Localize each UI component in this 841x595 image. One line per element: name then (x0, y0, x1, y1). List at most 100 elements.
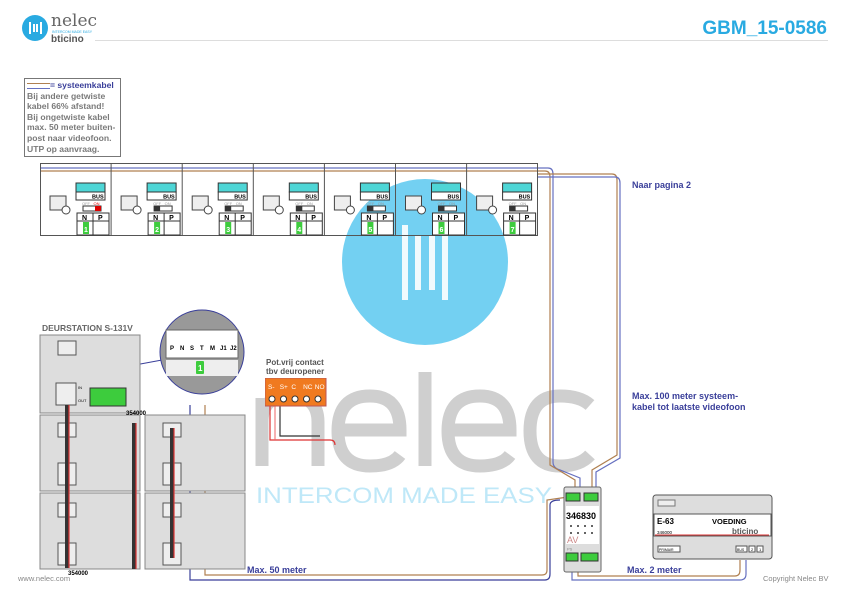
terminal-label: M (210, 346, 215, 352)
screen-icon (120, 195, 138, 211)
terminal-label: P (170, 346, 174, 352)
n-label: N (438, 215, 443, 222)
logo-brand: bticino (51, 33, 84, 45)
bus-label: BUS (376, 195, 388, 201)
terminal-label: J1 (220, 346, 227, 352)
button-icon (274, 205, 284, 215)
footer-website[interactable]: www.nelec.com (18, 574, 71, 583)
bus-terminal (431, 182, 461, 193)
max-100-line: kabel tot laatste videofoon (632, 402, 746, 412)
address-value: 1 (198, 364, 203, 373)
av-code: 346830 (566, 511, 596, 521)
p-label: P (169, 215, 174, 222)
power-supply-e63: E-63 VOEDING 346000 bticino PRIMAIR BUS … (652, 494, 773, 560)
terminal-1-label: 1 (759, 547, 762, 552)
termination-switch[interactable] (295, 205, 315, 212)
button-icon (61, 205, 71, 215)
p-label: P (454, 215, 459, 222)
max-100-line: Max. 100 meter systeem- (632, 391, 739, 401)
out-label: OUT (78, 398, 87, 403)
av-label: AV (567, 535, 578, 545)
terminal-2-label: 2 (751, 547, 754, 552)
max-50-note: Max. 50 meter (247, 565, 307, 575)
relay-title-line: Pot.vrij contact (266, 358, 324, 367)
bus-terminal (502, 182, 533, 193)
address-number: 5 (368, 227, 372, 234)
n-label: N (295, 215, 300, 222)
to-page-2-note: Naar pagina 2 (632, 180, 692, 190)
max-2-note: Max. 2 meter (627, 565, 682, 575)
relay-terminal-label: S- (268, 384, 275, 391)
screen-icon (191, 195, 209, 211)
max-100-note: Max. 100 meter systeem- kabel tot laatst… (632, 391, 746, 413)
relay-title-line: tbv deuropener (266, 367, 325, 376)
p-label: P (98, 215, 103, 222)
document-code: GBM_15-0586 (702, 18, 827, 39)
on-label: ON (520, 201, 526, 206)
header-divider (95, 40, 828, 41)
bus-label: BUS (234, 195, 246, 201)
on-label: ON (94, 201, 100, 206)
off-label: OFF (82, 201, 91, 206)
off-label: OFF (295, 201, 304, 206)
legend-line: Bij andere getwiste (27, 90, 106, 101)
cable-swatch-icon (27, 82, 50, 89)
watermark-tagline: INTERCOM MADE EASY (256, 483, 552, 508)
door-station: 354000 354000 IN OUT (39, 334, 246, 577)
button-module (144, 414, 246, 492)
off-label: OFF (366, 201, 375, 206)
primair-label: PRIMAIR (659, 548, 674, 552)
terminal-label: N (180, 346, 184, 352)
ps-label: PS (567, 547, 573, 552)
psu-name: VOEDING (712, 517, 747, 526)
n-label: N (509, 215, 514, 222)
relay-terminal-label: NO (315, 384, 325, 391)
bus-terminal (288, 182, 319, 193)
screen-icon (49, 195, 67, 211)
logo-tagline: INTERCOM MADE EASY (52, 29, 93, 34)
legend-title: = systeemkabel (50, 80, 114, 90)
bus-label: BUS (92, 195, 104, 201)
p-label: P (525, 215, 530, 222)
terminal-label: S (190, 346, 194, 352)
screw-terminal-icon (291, 395, 299, 403)
screw-terminal-icon (268, 395, 276, 403)
bus-label: BUS (163, 195, 175, 201)
address-number: 7 (511, 227, 515, 234)
button-icon (488, 205, 498, 215)
button-module (39, 414, 141, 492)
n-label: N (366, 215, 371, 222)
videophone-strip (40, 163, 538, 236)
legend-line: max. 50 meter buiten- (27, 122, 116, 133)
bus-label: BUS (737, 548, 745, 552)
off-label: OFF (153, 201, 162, 206)
relay-terminal-label: NC (303, 384, 313, 391)
door-station-title: DEURSTATION S-131V (42, 323, 133, 333)
legend-line: Bij ongetwiste kabel (27, 111, 110, 122)
p-label: P (240, 215, 245, 222)
terminal-label: J2 (230, 346, 237, 352)
in-label: IN (78, 385, 82, 390)
terminal-label: T (200, 346, 204, 352)
button-icon (417, 205, 426, 215)
screen-icon (476, 195, 494, 211)
button-icon (345, 205, 355, 215)
nelec-logo-icon (22, 15, 48, 41)
bus-terminal (359, 182, 390, 193)
screen-icon (333, 195, 351, 211)
off-label: OFF (509, 201, 518, 206)
n-label: N (224, 215, 229, 222)
psu-model: E-63 (657, 517, 674, 526)
on-label: ON (236, 201, 242, 206)
n-label: N (153, 215, 158, 222)
